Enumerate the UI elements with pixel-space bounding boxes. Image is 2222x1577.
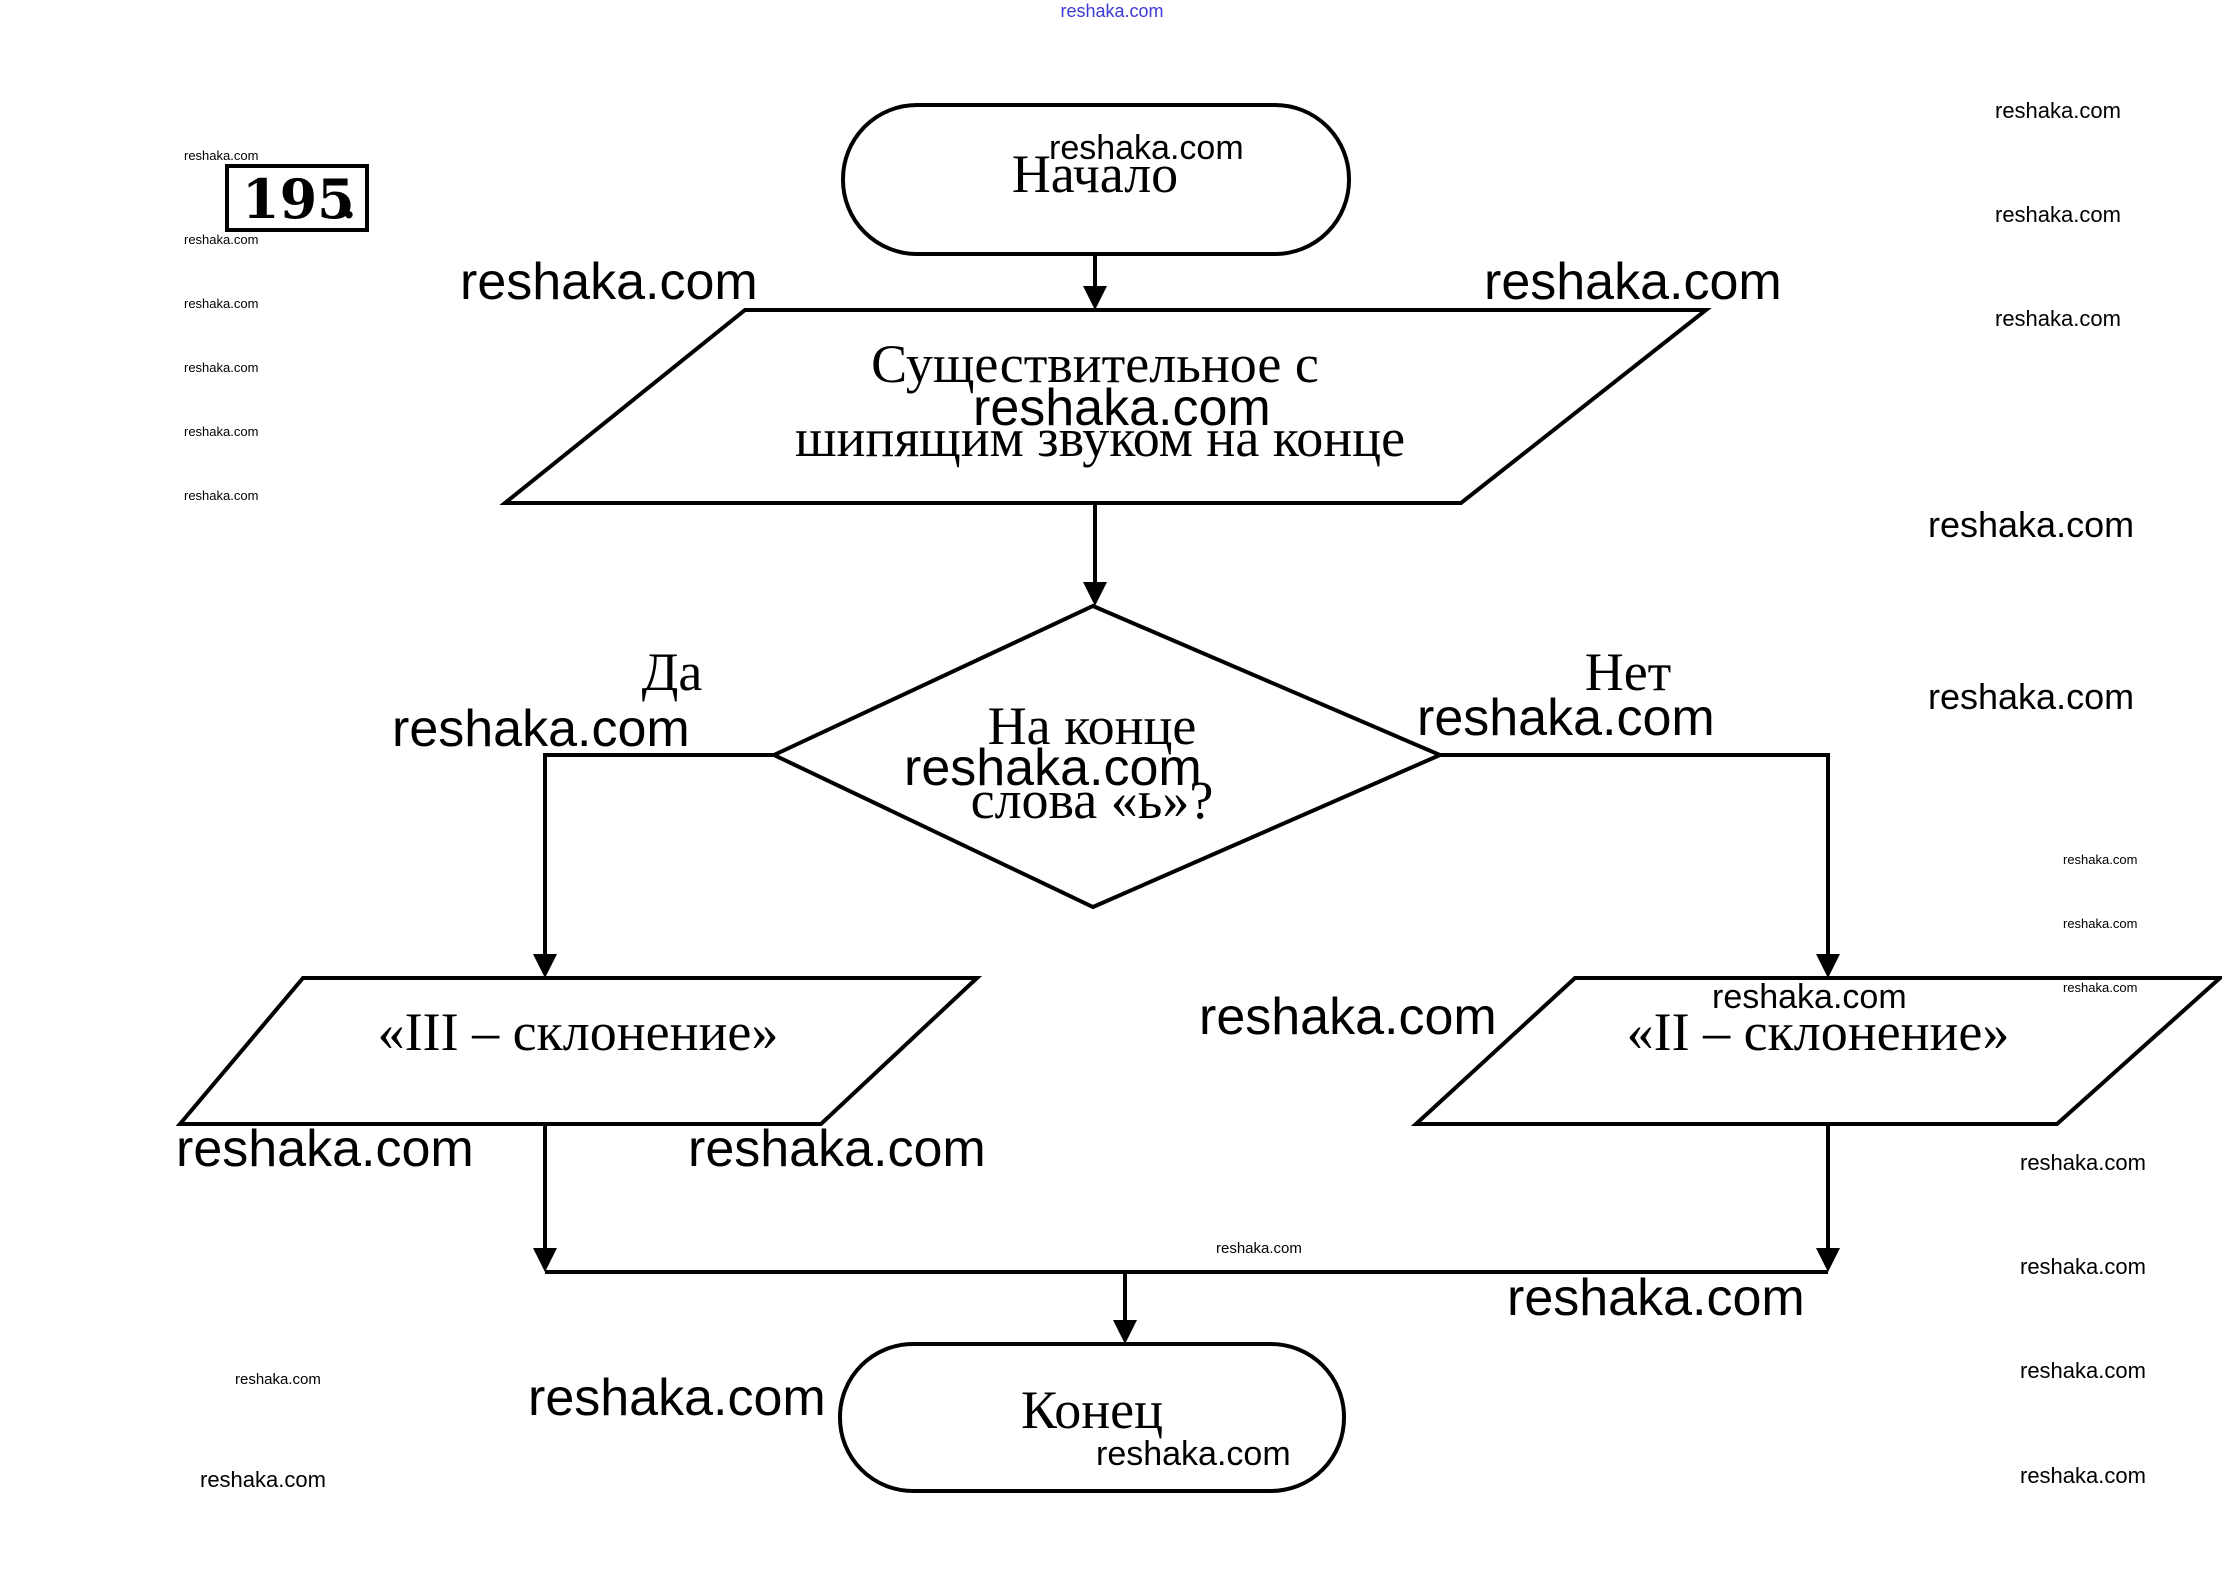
end-label: Конец bbox=[1021, 1380, 1163, 1440]
watermark-text: reshaka.com bbox=[392, 700, 690, 758]
watermark-text: reshaka.com bbox=[184, 488, 258, 503]
watermark-text: reshaka.com bbox=[2020, 1463, 2146, 1488]
watermark-text: reshaka.com bbox=[2020, 1358, 2146, 1383]
watermark-text: reshaka.com bbox=[184, 296, 258, 311]
watermark-text: reshaka.com bbox=[1928, 676, 2134, 717]
arrowhead-decision-yes bbox=[533, 954, 557, 978]
watermark-text: reshaka.com bbox=[235, 1371, 321, 1388]
watermark-text: reshaka.com bbox=[184, 148, 258, 163]
decision-label-line1: На конце bbox=[988, 696, 1197, 756]
decision-label-line2: слова «ь»? bbox=[971, 770, 1214, 830]
end-terminator: Конец bbox=[838, 1342, 1346, 1493]
watermark-text: reshaka.com bbox=[200, 1467, 326, 1492]
watermark-text: reshaka.com bbox=[1995, 202, 2121, 227]
start-shape bbox=[841, 103, 1351, 256]
no-output-label: «II – склонение» bbox=[1627, 1002, 2010, 1062]
watermark-text: reshaka.com bbox=[904, 739, 1202, 797]
arrowhead-start-input bbox=[1083, 286, 1107, 310]
arrowhead-input-decision bbox=[1083, 582, 1107, 606]
end-shape bbox=[838, 1342, 1346, 1493]
decision-block: На конце слова «ь»? Да Нет bbox=[642, 603, 1672, 910]
watermark-text: reshaka.com bbox=[1712, 978, 1907, 1016]
connectors bbox=[533, 254, 1840, 1344]
input-block: Существительное с шипящим звуком на конц… bbox=[499, 308, 1712, 505]
watermark-text: reshaka.com bbox=[1928, 504, 2134, 545]
decision-no-label: Нет bbox=[1585, 642, 1672, 702]
watermark-text: reshaka.com bbox=[1417, 689, 1715, 747]
decision-shape bbox=[769, 603, 1446, 910]
connector-decision-no bbox=[1440, 753, 1830, 962]
arrowhead-merge-end bbox=[1113, 1320, 1137, 1344]
watermark-text: reshaka.com bbox=[184, 360, 258, 375]
arrowhead-no-output-merge bbox=[1816, 1248, 1840, 1272]
start-terminator: Начало bbox=[841, 103, 1351, 256]
watermarks: reshaka.com reshaka.com reshaka.com resh… bbox=[176, 1, 2146, 1492]
watermark-text: reshaka.com bbox=[1216, 1240, 1302, 1257]
watermark-text: reshaka.com bbox=[973, 379, 1271, 437]
arrowhead-yes-output-merge bbox=[533, 1248, 557, 1272]
watermark-text: reshaka.com bbox=[1484, 253, 1782, 311]
watermark-text: reshaka.com bbox=[1995, 98, 2121, 123]
task-number-dot: . bbox=[342, 181, 356, 228]
watermark-text: reshaka.com bbox=[460, 253, 758, 311]
input-shape bbox=[499, 308, 1712, 505]
watermark-text: reshaka.com bbox=[1199, 988, 1497, 1046]
watermark-text: reshaka.com bbox=[184, 232, 258, 247]
yes-output-label: «III – склонение» bbox=[378, 1002, 779, 1062]
task-number-value: 195 bbox=[242, 167, 355, 231]
watermark-text: reshaka.com bbox=[1049, 129, 1244, 167]
watermark-text: reshaka.com bbox=[184, 424, 258, 439]
no-output-shape bbox=[1410, 976, 2222, 1126]
no-output-block: «II – склонение» bbox=[1410, 976, 2222, 1126]
yes-output-shape bbox=[175, 976, 983, 1126]
watermark-text: reshaka.com bbox=[1096, 1435, 1291, 1473]
watermark-text: reshaka.com bbox=[1995, 306, 2121, 331]
yes-output-block: «III – склонение» bbox=[175, 976, 983, 1126]
watermark-text: reshaka.com bbox=[2063, 980, 2137, 995]
watermark-text: reshaka.com bbox=[528, 1369, 826, 1427]
watermark-text: reshaka.com bbox=[688, 1120, 986, 1178]
task-number: 195 . bbox=[225, 164, 369, 232]
arrowhead-decision-no bbox=[1816, 954, 1840, 978]
watermark-text: reshaka.com bbox=[1060, 1, 1163, 21]
start-label: Начало bbox=[1012, 144, 1178, 204]
watermark-text: reshaka.com bbox=[2063, 916, 2137, 931]
watermark-text: reshaka.com bbox=[176, 1120, 474, 1178]
watermark-text: reshaka.com bbox=[2020, 1150, 2146, 1175]
watermark-text: reshaka.com bbox=[2020, 1254, 2146, 1279]
decision-yes-label: Да bbox=[642, 642, 703, 702]
input-label-line2: шипящим звуком на конце bbox=[795, 408, 1405, 468]
watermark-text: reshaka.com bbox=[1507, 1269, 1805, 1327]
watermark-text: reshaka.com bbox=[2063, 852, 2137, 867]
input-label-line1: Существительное с bbox=[871, 334, 1319, 394]
task-number-box bbox=[225, 164, 369, 232]
connector-decision-yes bbox=[543, 753, 774, 962]
